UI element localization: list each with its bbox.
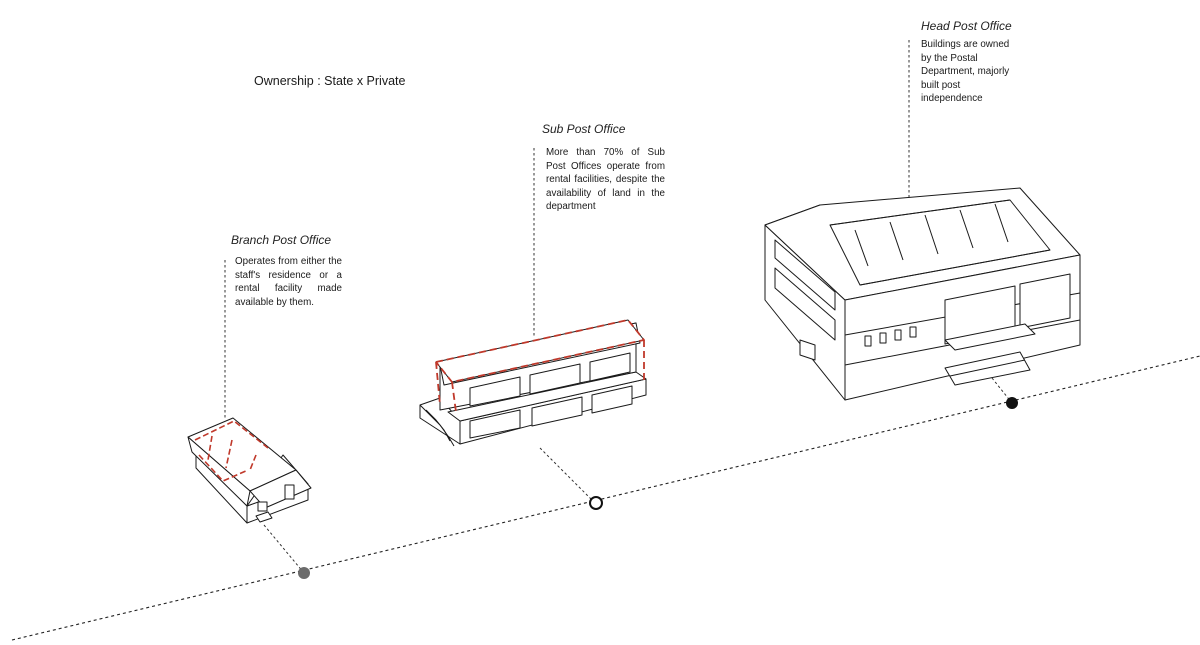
branch-building [187,417,312,524]
sub-description: More than 70% of Sub Post Offices operat… [546,147,665,213]
sub-marker [589,496,603,510]
sub-building [419,319,647,447]
branch-marker [298,567,310,579]
sub-title: Sub Post Office [542,122,626,136]
branch-title: Branch Post Office [231,233,332,247]
ownership-label: Ownership : State x Private [254,74,406,88]
sub-leader-bottom [539,447,596,504]
branch-leader-bottom [263,524,305,574]
head-building [764,187,1081,401]
head-title: Head Post Office [921,19,1012,33]
head-marker [1006,397,1018,409]
head-description: Buildings are owned by the Postal Depart… [921,39,1010,105]
branch-description: Operates from either the staff's residen… [235,256,342,308]
